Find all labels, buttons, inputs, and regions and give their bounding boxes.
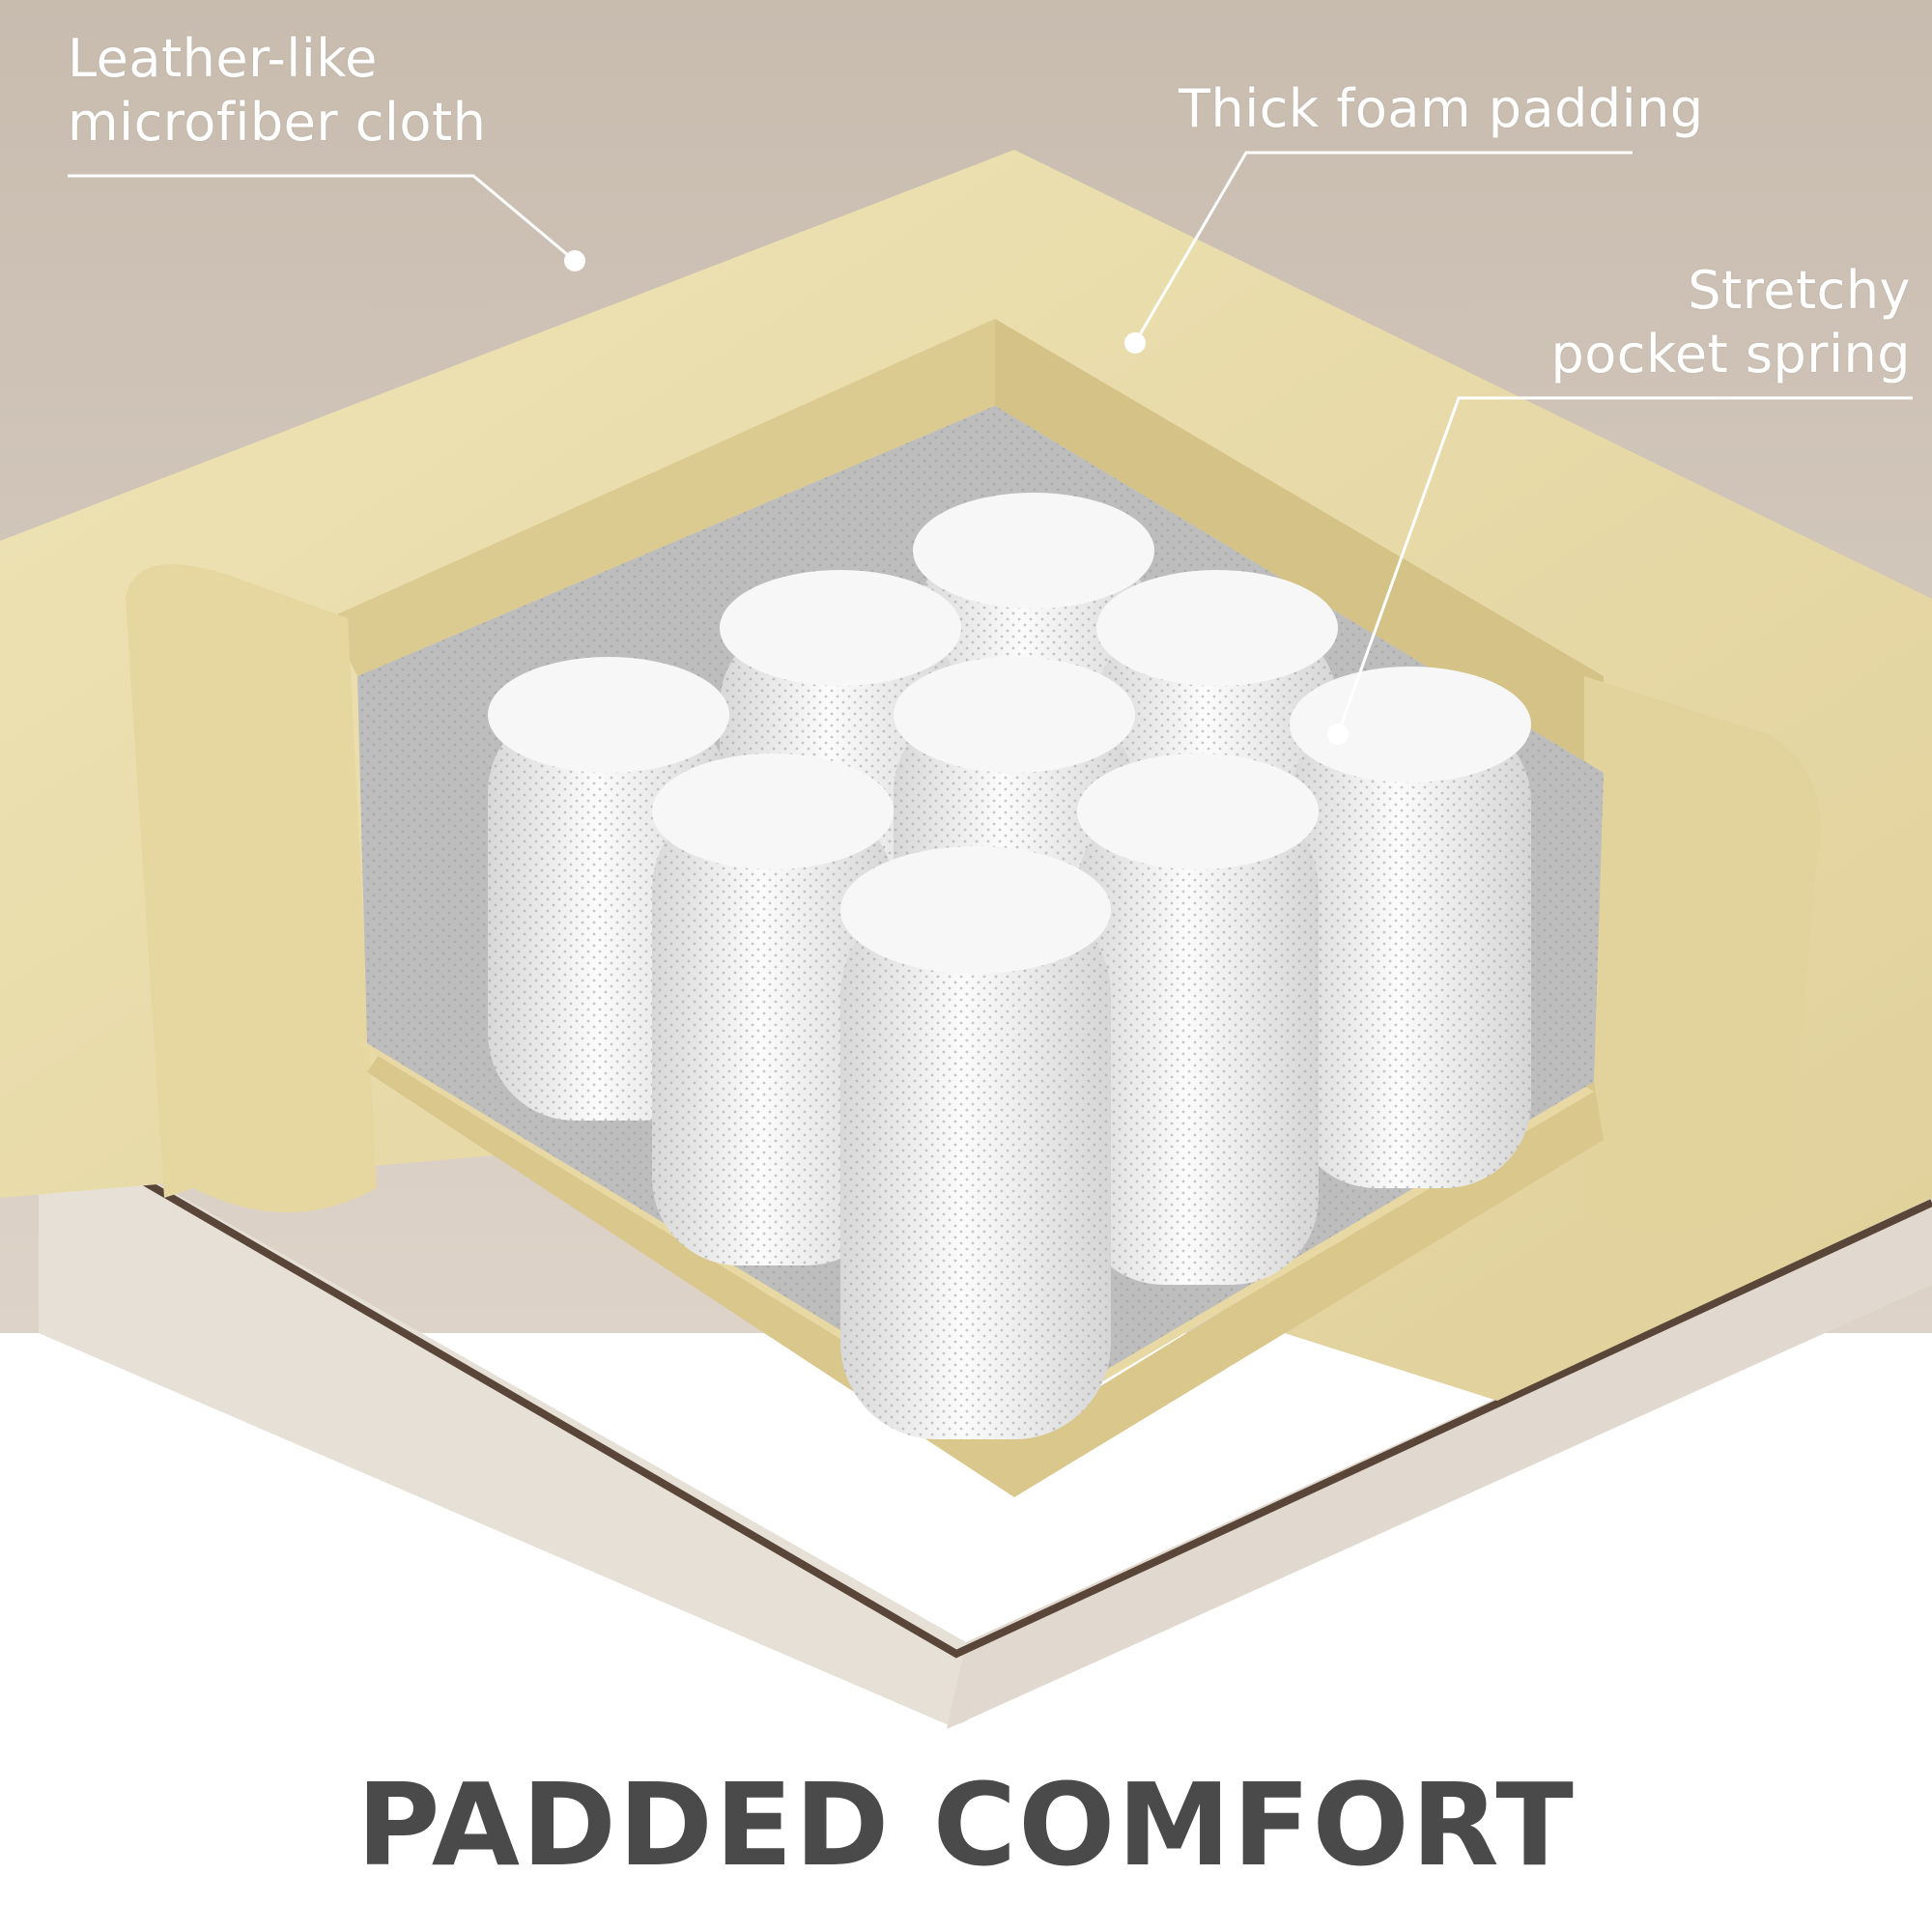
callout-text: microfiber cloth [68, 92, 487, 153]
foam-inner-floor [367, 1043, 1604, 1497]
callout-pocket-spring: Stretchy pocket spring [1408, 259, 1911, 386]
callout-leather-cloth: Leather-like microfiber cloth [68, 27, 609, 155]
headline: PADDED COMFORT [356, 1758, 1576, 1891]
pocket-spring [652, 753, 894, 1265]
callout-text: pocket spring [1550, 324, 1911, 384]
callout-leaders [68, 151, 1913, 735]
foam-floor-top [357, 1024, 1594, 1439]
marker-cloth [564, 250, 585, 271]
base-panel-right [947, 1198, 1932, 1729]
callout-text: Stretchy [1688, 260, 1911, 321]
pocket-spring [1290, 667, 1531, 1188]
pocket-springs [488, 493, 1531, 1439]
foam-left-pillar [126, 564, 377, 1212]
leader-spring [1336, 396, 1913, 735]
marker-foam [1124, 332, 1146, 354]
foam-right-pillar [1584, 676, 1821, 1233]
leader-foam [1133, 151, 1633, 344]
leader-cloth [68, 174, 576, 263]
callout-foam-padding: Thick foam padding [1179, 77, 1719, 141]
foam-inner-right-wall [995, 319, 1604, 773]
foam-inner-left-wall [328, 319, 995, 676]
marker-spring [1327, 724, 1349, 745]
callout-text: Thick foam padding [1179, 78, 1704, 139]
pocket-spring [840, 846, 1111, 1439]
base-panel [39, 1116, 978, 1725]
callout-text: Leather-like [68, 28, 378, 89]
callout-dots [564, 250, 1349, 745]
pocket-spring [1077, 753, 1319, 1285]
base-edge [36, 1117, 1932, 1659]
